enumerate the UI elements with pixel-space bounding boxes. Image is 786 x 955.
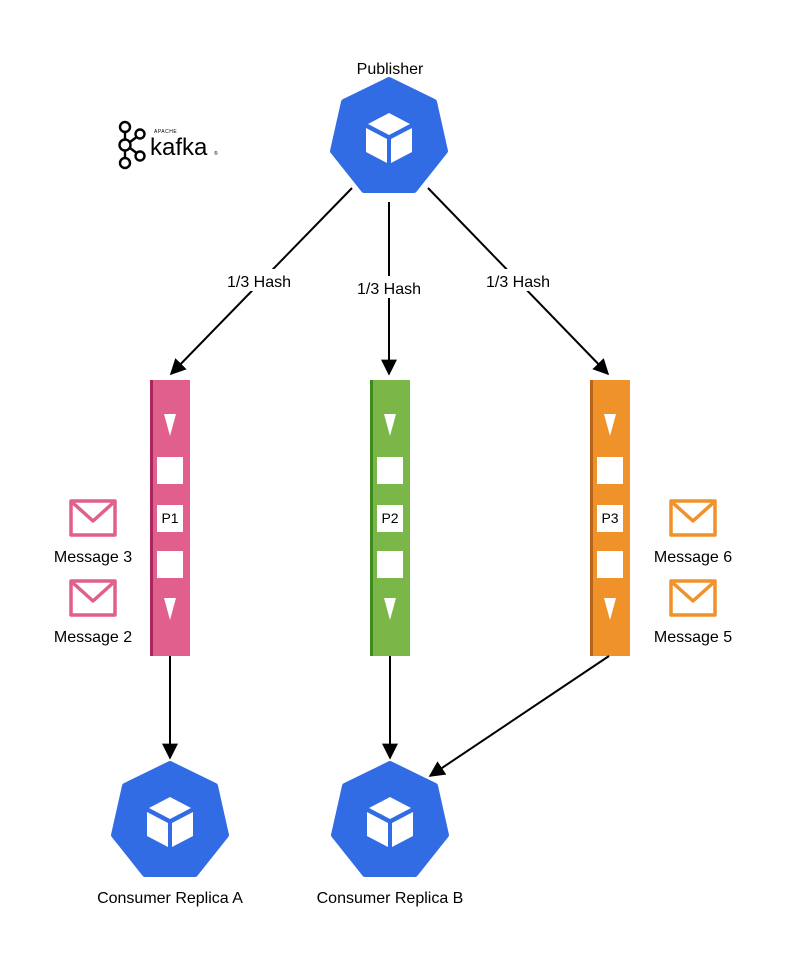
edge-label-bg-1 bbox=[220, 269, 298, 291]
kafka-logo-registered: ® bbox=[214, 150, 218, 157]
partition-p1-slot-1 bbox=[157, 457, 183, 484]
message-2-envelope-icon bbox=[69, 579, 117, 617]
edge-p3-consumer-b bbox=[428, 655, 610, 777]
partition-p3-slot-1 bbox=[597, 457, 623, 484]
kafka-logo-word: kafka bbox=[150, 134, 208, 161]
partition-p1: P1 bbox=[150, 380, 190, 656]
kafka-logo: APACHE kafka ® bbox=[118, 120, 218, 170]
partition-p2-edge bbox=[370, 380, 373, 656]
kafka-logo-apache: APACHE bbox=[154, 129, 177, 135]
partition-p2-label-box bbox=[377, 505, 403, 532]
edge-label-3: 1/3 Hash bbox=[486, 274, 550, 291]
partition-p3-edge bbox=[590, 380, 593, 656]
partition-p1-label: P1 bbox=[161, 510, 178, 526]
message-6-envelope-icon bbox=[669, 499, 717, 537]
partition-p1-edge bbox=[150, 380, 153, 656]
partition-p1-arrow-bottom-icon bbox=[164, 598, 176, 620]
partition-p3-slot-2 bbox=[597, 551, 623, 578]
partition-p3-arrow-top-icon bbox=[604, 414, 616, 436]
consumer-a-node-icon bbox=[114, 764, 226, 874]
partition-p3-label-box bbox=[597, 505, 623, 532]
message-3-label: Message 3 bbox=[54, 549, 132, 566]
kafka-logo-mark-icon bbox=[118, 120, 146, 170]
partition-p2-arrow-top-icon bbox=[384, 414, 396, 436]
message-3-envelope-icon bbox=[69, 499, 117, 537]
edge-label-2: 1/3 Hash bbox=[357, 281, 421, 298]
consumer-b-node-icon bbox=[334, 764, 446, 874]
partition-p2-slot-1 bbox=[377, 457, 403, 484]
partition-p1-arrow-top-icon bbox=[164, 414, 176, 436]
partition-p3-arrow-bottom-icon bbox=[604, 598, 616, 620]
partition-p2: P2 bbox=[370, 380, 410, 656]
partition-p2-label: P2 bbox=[381, 510, 398, 526]
consumer-a-label: Consumer Replica A bbox=[97, 890, 243, 907]
partition-p2-arrow-bottom-icon bbox=[384, 598, 396, 620]
partition-p3: P3 bbox=[590, 380, 630, 656]
consumer-b-label: Consumer Replica B bbox=[317, 890, 464, 907]
partition-p2-slot-2 bbox=[377, 551, 403, 578]
message-5-envelope-icon bbox=[669, 579, 717, 617]
partition-p1-slot-2 bbox=[157, 551, 183, 578]
partition-p1-label-box bbox=[157, 505, 183, 532]
edge-label-bg-2 bbox=[350, 276, 428, 298]
edge-label-1: 1/3 Hash bbox=[227, 274, 291, 291]
message-6-label: Message 6 bbox=[654, 549, 732, 566]
publisher-label: Publisher bbox=[357, 61, 424, 78]
message-2-label: Message 2 bbox=[54, 629, 132, 646]
publisher-node-icon bbox=[333, 80, 445, 190]
partition-p3-label: P3 bbox=[601, 510, 618, 526]
message-5-label: Message 5 bbox=[654, 629, 732, 646]
edge-label-bg-3 bbox=[479, 269, 557, 291]
